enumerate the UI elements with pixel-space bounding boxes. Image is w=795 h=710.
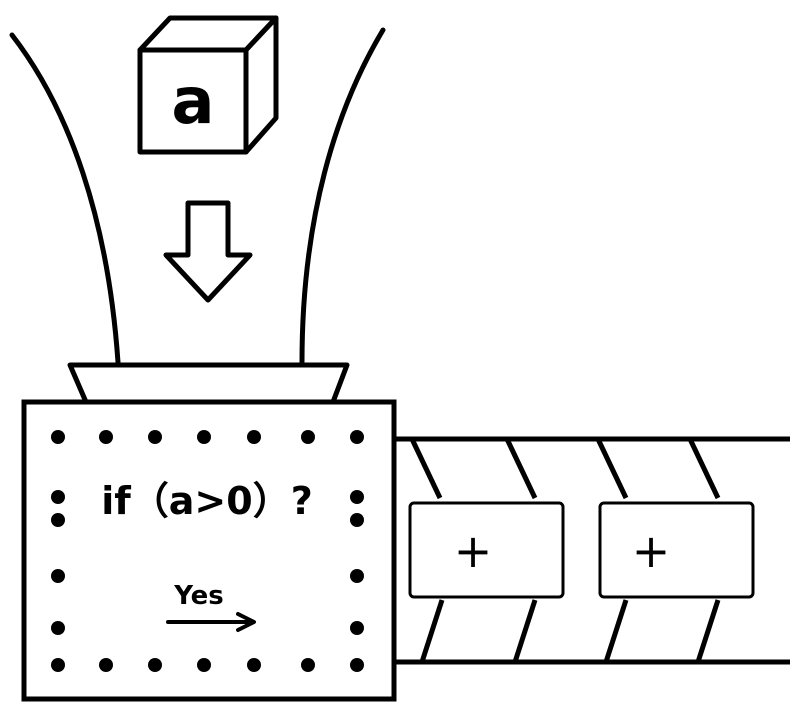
condition-text: if（a>0）? xyxy=(101,479,313,523)
machine-dot xyxy=(51,430,65,444)
funnel-mouth xyxy=(67,362,350,405)
machine-dot-border xyxy=(51,430,364,672)
machine-dot xyxy=(350,658,364,672)
input-cube: a xyxy=(137,15,279,155)
machine-dot xyxy=(247,430,261,444)
machine-dot xyxy=(51,490,65,504)
machine-frame xyxy=(21,399,397,702)
down-arrow-icon xyxy=(163,200,253,303)
belt-slat xyxy=(687,437,721,500)
machine-dot xyxy=(197,658,211,672)
conveyor-box-frame xyxy=(408,501,565,599)
belt-slat xyxy=(409,437,443,500)
yes-label: Yes xyxy=(173,581,224,611)
machine-dot xyxy=(99,658,113,672)
machine-dot xyxy=(99,430,113,444)
conveyor-box: + xyxy=(598,501,755,599)
belt-slat xyxy=(512,599,538,663)
plus-sign: + xyxy=(632,524,671,578)
belt-slat xyxy=(504,437,538,500)
right-arrow-icon xyxy=(166,612,256,632)
machine-dot xyxy=(148,658,162,672)
plus-sign: + xyxy=(454,524,493,578)
machine-dot xyxy=(350,569,364,583)
conveyor-box-frame xyxy=(598,501,755,599)
cube-label: a xyxy=(171,65,214,139)
conveyor-box: + xyxy=(408,501,565,599)
machine-dot xyxy=(197,430,211,444)
machine-dot xyxy=(247,658,261,672)
machine-dot xyxy=(301,658,315,672)
machine-dot xyxy=(350,621,364,635)
machine-box: if（a>0）? Yes xyxy=(21,399,397,702)
machine-dot xyxy=(301,430,315,444)
belt-slat xyxy=(603,599,629,663)
machine-dot xyxy=(51,658,65,672)
belt-slat xyxy=(595,437,629,500)
funnel-right-curve xyxy=(299,27,386,365)
belt-slat xyxy=(695,599,721,663)
machine-dot xyxy=(51,569,65,583)
machine-dot xyxy=(148,430,162,444)
machine-dot xyxy=(51,621,65,635)
machine-dot xyxy=(51,513,65,527)
machine-dot xyxy=(350,490,364,504)
funnel-left-curve xyxy=(9,32,121,365)
cube-front-face xyxy=(137,47,249,155)
machine-dot xyxy=(350,513,364,527)
conveyor-belt: + + xyxy=(393,436,790,665)
machine-dot xyxy=(350,430,364,444)
belt-slat xyxy=(419,599,445,663)
